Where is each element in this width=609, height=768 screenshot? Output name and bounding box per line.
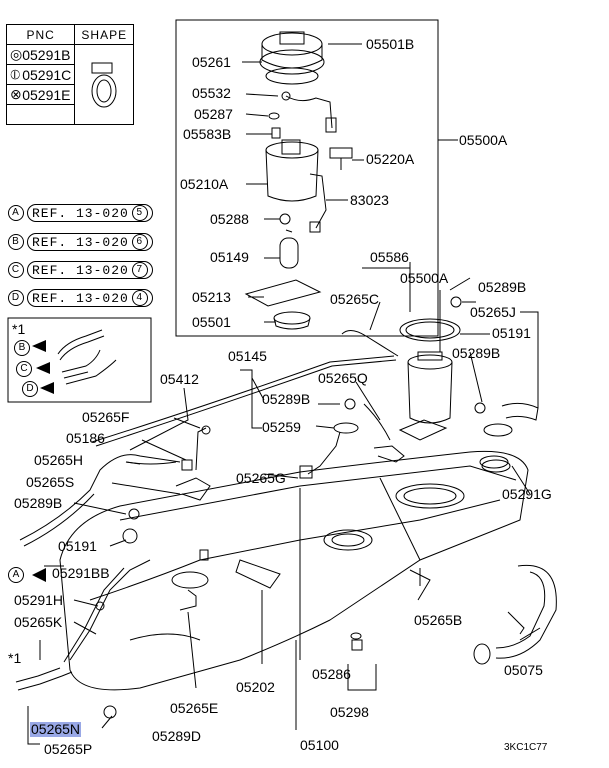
part-label-05286[interactable]: 05286 <box>312 666 351 682</box>
inset-frame <box>7 317 152 403</box>
part-label-05145[interactable]: 05145 <box>228 348 267 364</box>
legend-symbol: ◎ <box>6 44 23 65</box>
part-label-05532[interactable]: 05532 <box>192 85 231 101</box>
ref-letter: A <box>8 205 24 221</box>
tube-shape <box>285 95 333 129</box>
legend-symbol: ⊗ <box>6 84 23 105</box>
part-label-05287[interactable]: 05287 <box>194 106 233 122</box>
legend-symbol: ⦶ <box>6 64 23 85</box>
inset-letter-d[interactable]: D <box>22 381 38 397</box>
part-label-05265q[interactable]: 05265Q <box>318 370 368 386</box>
part-label-05583b[interactable]: 05583B <box>183 126 232 142</box>
ref-letter: D <box>8 290 24 306</box>
part-label-05191[interactable]: 05191 <box>58 538 97 554</box>
ref-text: REF. 13-020 <box>32 234 129 250</box>
ref-letter: C <box>8 262 24 278</box>
ref-number: 7 <box>131 262 148 278</box>
pump-assembly-frame <box>175 19 439 337</box>
part-label-05289b[interactable]: 05289B <box>262 391 311 407</box>
ring-shape <box>265 67 319 85</box>
part-label-05186[interactable]: 05186 <box>66 430 105 446</box>
part-label-05202[interactable]: 05202 <box>236 679 275 695</box>
part-label-05265j[interactable]: 05265J <box>470 304 516 320</box>
part-label-05100[interactable]: 05100 <box>300 737 339 753</box>
ref-number: 6 <box>131 234 148 250</box>
clamp-icon <box>91 62 117 108</box>
diagram-code: 3KC1C77 <box>504 742 548 753</box>
gasket-shape <box>399 318 461 342</box>
part-label-05075[interactable]: 05075 <box>504 662 543 678</box>
legend-header-pnc: PNC <box>5 24 76 45</box>
part-label-05501b[interactable]: 05501B <box>366 36 415 52</box>
inset-letter-c[interactable]: C <box>16 361 32 377</box>
part-label-05289b[interactable]: 05289B <box>14 495 63 511</box>
part-label-05265g[interactable]: 05265G <box>236 470 286 486</box>
part-label-05289b[interactable]: 05289B <box>452 345 501 361</box>
part-label-05291bb[interactable]: 05291BB <box>52 565 110 581</box>
part-label-05191[interactable]: 05191 <box>492 325 531 341</box>
part-label-05289b[interactable]: 05289B <box>478 279 527 295</box>
ref-number: 5 <box>131 205 148 221</box>
ref-text: REF. 13-020 <box>32 290 129 306</box>
ref-number: 4 <box>131 290 148 306</box>
part-label-05265h[interactable]: 05265H <box>34 452 84 468</box>
part-label-05289d[interactable]: 05289D <box>152 728 202 744</box>
part-label-05210a[interactable]: 05210A <box>180 176 229 192</box>
part-label-05259[interactable]: 05259 <box>262 419 301 435</box>
legend-pnc: 05291B <box>22 44 76 65</box>
part-label-05500a-assembly[interactable]: 05500A <box>459 132 508 148</box>
part-label-05288[interactable]: 05288 <box>210 211 249 227</box>
level-sender-shape <box>299 422 359 479</box>
part-label-05265e[interactable]: 05265E <box>170 700 219 716</box>
inset-hoses-icon <box>57 329 117 385</box>
part-label-05586[interactable]: 05586 <box>370 249 409 265</box>
part-label-05291h[interactable]: 05291H <box>14 592 64 608</box>
inset-note: *1 <box>12 321 26 337</box>
ref-letter: B <box>8 234 24 250</box>
filter-shape <box>244 279 322 307</box>
part-label-05265k[interactable]: 05265K <box>14 614 63 630</box>
inset-letter-b[interactable]: B <box>14 340 30 356</box>
pump-body-shape <box>265 139 327 233</box>
part-label-05500a[interactable]: 05500A <box>400 270 449 286</box>
ref-text: REF. 13-020 <box>32 262 129 278</box>
part-label-05412[interactable]: 05412 <box>160 371 199 387</box>
fuel-tank-shape <box>59 450 529 691</box>
filler-hose-shape <box>473 564 557 665</box>
part-label-05220a[interactable]: 05220A <box>366 151 415 167</box>
legend-header-shape: SHAPE <box>74 24 135 45</box>
part-label-05261[interactable]: 05261 <box>192 54 231 70</box>
part-label-star1: *1 <box>8 650 22 666</box>
part-label-05265c[interactable]: 05265C <box>330 291 380 307</box>
part-label-05501[interactable]: 05501 <box>192 314 231 330</box>
legend-empty-cell <box>5 104 76 125</box>
fuel-pump-motor-shape <box>279 229 299 269</box>
ref-marker-a[interactable]: A <box>8 567 24 583</box>
pnc-legend-table: PNC SHAPE ◎ 05291B ⦶ 05291C ⊗ 05291E <box>5 24 135 125</box>
legend-pnc: 05291E <box>22 84 76 105</box>
legend-pnc: 05291C <box>22 64 76 85</box>
part-label-83023[interactable]: 83023 <box>350 192 389 208</box>
part-label-05298[interactable]: 05298 <box>330 704 369 720</box>
part-label-05265b[interactable]: 05265B <box>414 612 463 628</box>
part-label-05265s[interactable]: 05265S <box>26 474 75 490</box>
part-label-05265p[interactable]: 05265P <box>44 741 93 757</box>
part-label-05213[interactable]: 05213 <box>192 289 231 305</box>
clamp-shape-cell <box>74 44 135 125</box>
pump-module-shape <box>398 351 453 441</box>
ref-text: REF. 13-020 <box>32 205 129 221</box>
part-label-05265f[interactable]: 05265F <box>82 409 130 425</box>
part-label-05149[interactable]: 05149 <box>210 249 249 265</box>
part-label-05265n-highlighted[interactable]: 05265N <box>30 721 82 737</box>
part-label-05291g[interactable]: 05291G <box>502 486 552 502</box>
